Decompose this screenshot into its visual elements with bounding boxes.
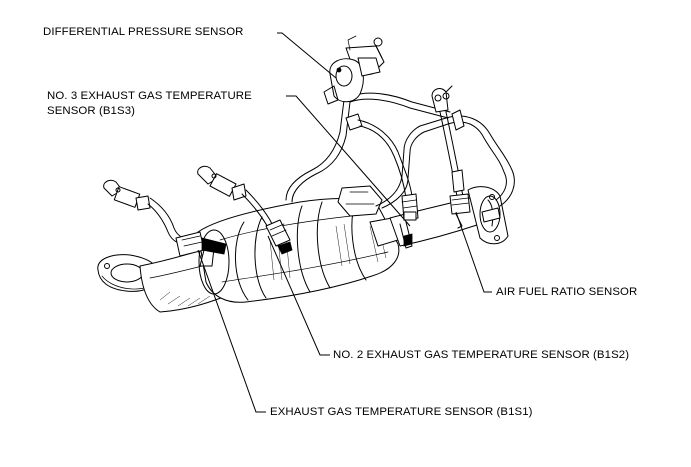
leader-no3 bbox=[286, 95, 411, 227]
leader-b1s1 bbox=[197, 249, 266, 413]
no3-temp-sensor bbox=[345, 113, 419, 249]
air-fuel-ratio-sensor bbox=[431, 85, 471, 229]
differential-pressure-sensor bbox=[323, 35, 385, 105]
b1s1-temp-sensor bbox=[103, 179, 227, 257]
label-differential-pressure-sensor: DIFFERENTIAL PRESSURE SENSOR bbox=[43, 26, 244, 38]
leader-lines bbox=[197, 32, 492, 413]
leader-air-fuel bbox=[455, 211, 492, 293]
label-no2-temp-sensor: NO. 2 EXHAUST GAS TEMPERATURE SENSOR (B1… bbox=[333, 349, 630, 361]
label-b1s1-temp-sensor: EXHAUST GAS TEMPERATURE SENSOR (B1S1) bbox=[270, 406, 533, 418]
label-no3-temp-sensor: NO. 3 EXHAUST GAS TEMPERATURE SENSOR (B1… bbox=[47, 89, 252, 119]
no2-temp-sensor bbox=[197, 165, 293, 255]
label-air-fuel-ratio-sensor: AIR FUEL RATIO SENSOR bbox=[496, 286, 638, 298]
converter-body bbox=[197, 185, 400, 303]
pressure-pipes bbox=[285, 92, 515, 223]
leader-no2 bbox=[267, 235, 330, 356]
label-no3-line2: SENSOR (B1S3) bbox=[47, 105, 136, 117]
label-no3-line1: NO. 3 EXHAUST GAS TEMPERATURE bbox=[47, 90, 252, 102]
leader-differential-pressure bbox=[277, 32, 337, 79]
